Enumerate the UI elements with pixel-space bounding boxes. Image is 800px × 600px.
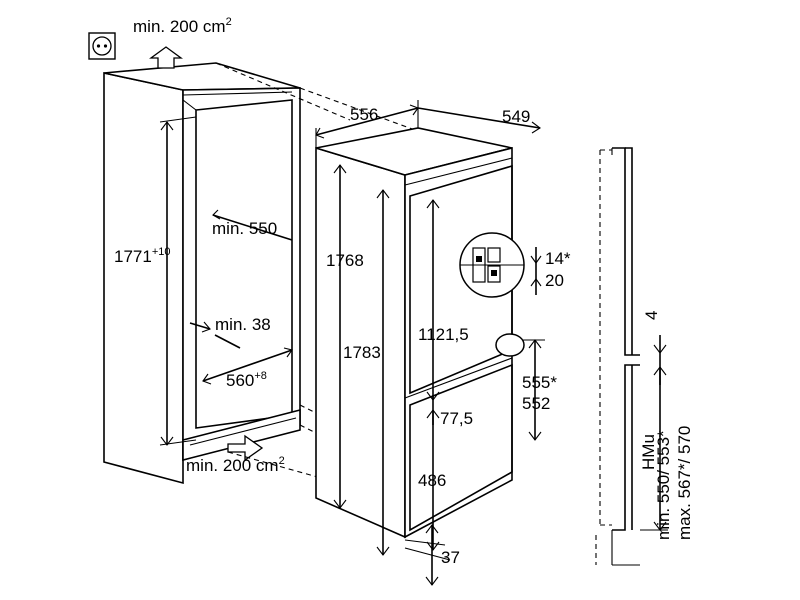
appliance-drawing: 556 549 1768 1783 1121,5 486 77,5 bbox=[315, 100, 571, 586]
niche-height-label: 1771+10 bbox=[114, 246, 171, 266]
niche-front-frame bbox=[182, 87, 301, 462]
niche-drawing: min. 200 cm2 min. 200 cm2 1771+10 min. 5… bbox=[88, 16, 416, 501]
side-offset-label: 4 bbox=[642, 311, 661, 320]
hmu-label: HMu bbox=[639, 434, 658, 470]
niche-rear-label: min. 38 bbox=[215, 315, 271, 334]
freezer-door bbox=[409, 363, 513, 532]
niche-plinth bbox=[182, 408, 301, 462]
appliance-height-label-1: 1768 bbox=[326, 251, 364, 270]
door-gap-label-1: 555* bbox=[522, 373, 557, 392]
niche-side-wall bbox=[103, 72, 184, 485]
appliance-depth-label: 549 bbox=[502, 107, 530, 126]
appliance-width-dim bbox=[315, 107, 419, 136]
plinth-label: 37 bbox=[441, 548, 460, 567]
niche-inner-edge bbox=[182, 99, 197, 111]
hmu-min-label: min. 550/ 553* bbox=[654, 430, 673, 540]
airflow-arrow-icon bbox=[149, 46, 183, 69]
niche-width-label: 560+8 bbox=[226, 370, 267, 390]
niche-depth-label: min. 550 bbox=[212, 219, 277, 238]
niche-plinth-slot bbox=[189, 417, 297, 446]
niche-rear-dim bbox=[189, 322, 211, 330]
hinge-gap-label: 77,5 bbox=[440, 409, 473, 428]
vent-top-label: min. 200 cm2 bbox=[133, 16, 232, 36]
appliance-width-label: 556 bbox=[350, 105, 378, 124]
section-view: 4 HMu min. 550/ 553* max. 567*/ 570 bbox=[595, 147, 694, 566]
freezer-door-label: 486 bbox=[418, 471, 446, 490]
hinge-lower-label: 20 bbox=[545, 271, 564, 290]
power-socket-icon bbox=[88, 32, 116, 60]
appliance-depth-dim bbox=[417, 107, 541, 129]
door-gap-label-2: 552 bbox=[522, 394, 550, 413]
fridge-door-label: 1121,5 bbox=[418, 325, 469, 344]
niche-top-edge bbox=[182, 91, 293, 96]
hinge-detail-icon bbox=[459, 232, 525, 298]
appliance-height-label-2: 1783 bbox=[343, 343, 381, 362]
vent-bottom-label: min. 200 cm2 bbox=[186, 455, 285, 475]
hmu-max-label: max. 567*/ 570 bbox=[675, 426, 694, 540]
airflow-arrow-icon bbox=[227, 434, 264, 462]
hinge-locator-icon bbox=[495, 333, 525, 357]
section-wall bbox=[612, 147, 640, 356]
hinge-upper-label: 14* bbox=[545, 249, 571, 268]
niche-depth-dim bbox=[212, 214, 293, 241]
niche-width-dim bbox=[202, 349, 293, 382]
